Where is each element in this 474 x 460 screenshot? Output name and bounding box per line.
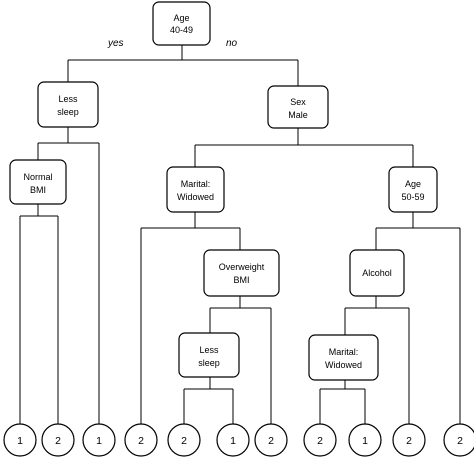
- leaf-node-3-label: 1: [96, 435, 102, 447]
- node-normal-bmi: Normal BMI: [9, 159, 67, 205]
- leaf-node-5-label: 2: [181, 435, 187, 447]
- node-age-50-59: Age 50-59: [388, 166, 438, 213]
- leaf-node-1: 1: [3, 423, 37, 457]
- node-less-sleep-lower-line1: Less: [199, 345, 219, 355]
- node-overweight-bmi: Overweight BMI: [203, 249, 280, 297]
- node-marital-widowed-lower-line2: Widowed: [325, 360, 362, 370]
- node-normal-bmi-line1: Normal: [23, 172, 52, 182]
- node-marital-widowed-upper: Marital: Widowed: [166, 166, 225, 213]
- node-less-sleep-lower-line2: sleep: [198, 358, 220, 368]
- leaf-node-6: 1: [216, 423, 250, 457]
- leaf-node-3: 1: [82, 423, 116, 457]
- leaf-node-7-label: 2: [268, 435, 274, 447]
- leaf-node-2-label: 2: [55, 435, 61, 447]
- node-sex-male: Sex Male: [267, 85, 329, 129]
- tree-connector-lines: [19, 45, 461, 424]
- leaf-node-8-label: 2: [317, 435, 323, 447]
- branch-label-yes: yes: [107, 38, 124, 49]
- node-marital-widowed-upper-line2: Widowed: [177, 192, 214, 202]
- leaf-node-4: 2: [124, 423, 158, 457]
- leaf-node-6-label: 1: [230, 435, 236, 447]
- node-less-sleep-upper: Less sleep: [37, 81, 99, 128]
- node-less-sleep-upper-line2: sleep: [57, 107, 79, 117]
- node-alcohol-line1: Alcohol: [362, 268, 392, 278]
- node-overweight-bmi-line2: BMI: [233, 275, 249, 285]
- node-less-sleep-lower: Less sleep: [178, 332, 240, 378]
- leaf-node-10: 2: [392, 423, 426, 457]
- leaf-node-5: 2: [167, 423, 201, 457]
- node-less-sleep-upper-line1: Less: [58, 94, 78, 104]
- node-alcohol: Alcohol: [349, 249, 405, 297]
- node-sex-male-line1: Sex: [290, 97, 306, 107]
- leaf-node-9-label: 1: [362, 435, 368, 447]
- node-marital-widowed-lower-line1: Marital:: [329, 347, 359, 357]
- leaf-node-11-label: 2: [457, 435, 463, 447]
- leaf-node-2: 2: [41, 423, 75, 457]
- node-age-40-49: Age 40-49: [152, 1, 211, 46]
- leaf-node-8: 2: [303, 423, 337, 457]
- node-marital-widowed-lower: Marital: Widowed: [308, 334, 379, 381]
- node-normal-bmi-line2: BMI: [30, 185, 46, 195]
- leaf-node-10-label: 2: [406, 435, 412, 447]
- node-age-50-59-line1: Age: [405, 179, 421, 189]
- node-age-40-49-line1: Age: [173, 13, 189, 23]
- node-marital-widowed-upper-line1: Marital:: [181, 179, 211, 189]
- leaf-node-7: 2: [254, 423, 288, 457]
- node-age-50-59-line2: 50-59: [401, 192, 424, 202]
- branch-label-no: no: [226, 38, 238, 49]
- node-age-40-49-line2: 40-49: [170, 25, 193, 35]
- leaf-node-4-label: 2: [138, 435, 144, 447]
- leaf-node-1-label: 1: [17, 435, 23, 447]
- leaf-node-9: 1: [348, 423, 382, 457]
- node-overweight-bmi-line1: Overweight: [219, 262, 265, 272]
- node-sex-male-line2: Male: [288, 110, 308, 120]
- leaf-node-11: 2: [443, 423, 474, 457]
